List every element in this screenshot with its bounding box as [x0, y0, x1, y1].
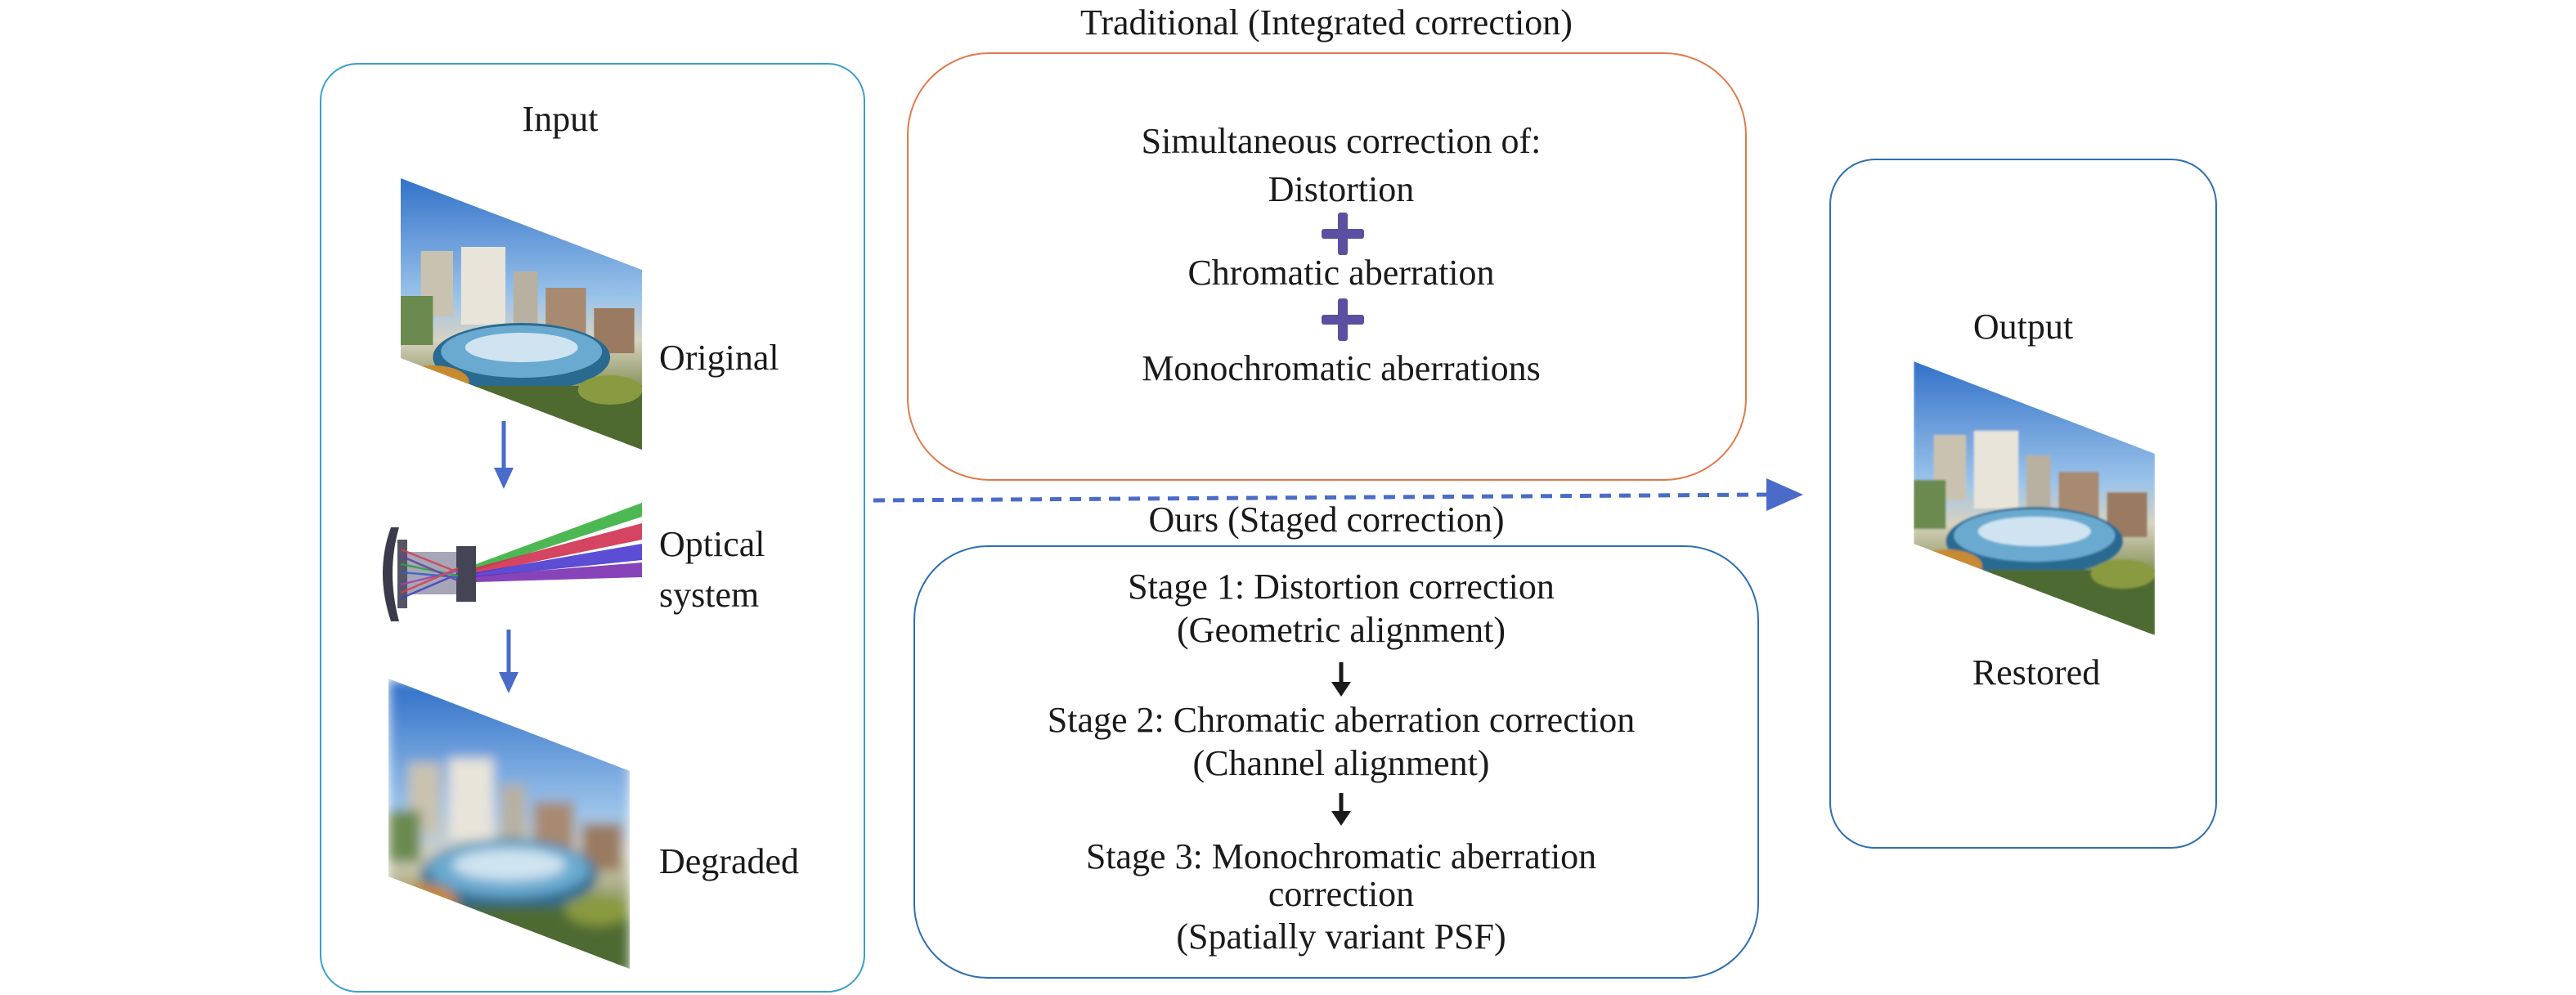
traditional-caption: Traditional (Integrated correction)	[1080, 2, 1573, 43]
plus-icon	[1322, 213, 1364, 255]
down-arrow-icon	[494, 421, 514, 489]
stage2-sub: (Channel alignment)	[1193, 743, 1490, 783]
traditional-box	[907, 52, 1747, 481]
original-label: Original	[659, 338, 779, 378]
ours-caption: Ours (Staged correction)	[1149, 500, 1505, 540]
input-title: Input	[523, 99, 599, 139]
optical-system-icon	[383, 503, 642, 621]
ours-box	[913, 545, 1759, 979]
plus-icon	[1322, 298, 1364, 341]
output-title: Output	[1973, 307, 2073, 347]
optical-label-line1: Optical	[659, 524, 765, 564]
down-arrow-icon	[499, 630, 518, 693]
traditional-line1: Simultaneous correction of:	[1142, 121, 1542, 161]
traditional-line4: Monochromatic aberrations	[1142, 348, 1541, 388]
stage-arrow-icon	[1331, 662, 1351, 697]
input-panel	[320, 63, 865, 993]
stage1-title: Stage 1: Distortion correction	[1128, 567, 1555, 607]
stage-arrow-icon	[1331, 793, 1351, 826]
traditional-line3: Chromatic aberration	[1187, 253, 1494, 293]
restored-label: Restored	[1972, 652, 2100, 692]
stage3-title-line2: correction	[1268, 874, 1414, 914]
output-panel	[1829, 159, 2217, 849]
stage2-title: Stage 2: Chromatic aberration correction	[1048, 700, 1635, 740]
original-image	[401, 178, 642, 450]
restored-image	[1914, 361, 2155, 635]
optical-label-line2: system	[659, 575, 759, 615]
traditional-line2: Distortion	[1268, 169, 1414, 209]
stage3-sub: (Spatially variant PSF)	[1176, 917, 1506, 957]
stage3-title-line1: Stage 3: Monochromatic aberration	[1086, 836, 1596, 876]
dashed-arrow-icon	[873, 478, 1803, 511]
degraded-label: Degraded	[659, 841, 799, 881]
stage1-sub: (Geometric alignment)	[1177, 610, 1506, 650]
degraded-image	[388, 680, 630, 969]
